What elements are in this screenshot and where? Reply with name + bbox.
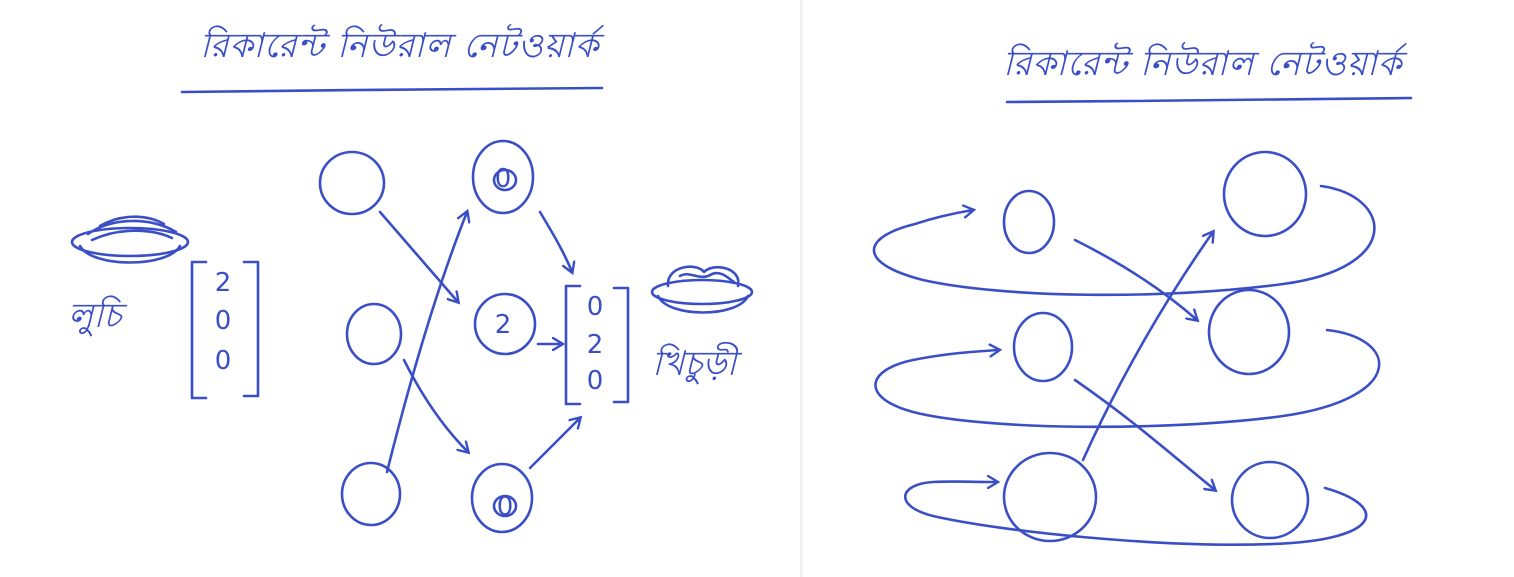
right-title: রিকারেন্ট নিউরাল নেটওয়ার্ক [1003, 44, 1403, 84]
arrow-left-top-to-right-middle [1073, 238, 1197, 320]
rnn-node-right-top [1222, 150, 1308, 238]
input-node-middle [345, 302, 403, 366]
left-network-drawing [70, 86, 754, 534]
arrow-left-bottom-to-right-top [1081, 232, 1213, 462]
left-title-underline [180, 86, 604, 94]
input-vector-left-bracket [190, 260, 208, 400]
arrow-input-bottom-to-hidden-top [385, 212, 467, 474]
output-vector-value-3: 0 [586, 366, 604, 396]
input-vector-right-bracket [242, 260, 260, 398]
input-vector-value-3: 0 [214, 346, 232, 376]
recurrent-loop-bottom [903, 482, 1368, 546]
right-diagram-panel: রিকারেন্ট নিউরাল নেটওয়ার্ক [803, 0, 1514, 577]
input-node-bottom [340, 461, 402, 527]
plate-of-khichuri-icon [650, 265, 754, 314]
input-node-top [318, 150, 386, 216]
arrow-left-middle-to-right-bottom [1073, 378, 1215, 490]
arrow-input-middle-to-hidden-bottom [402, 358, 468, 452]
arrow-hidden-top-to-output [538, 210, 572, 272]
right-network-drawing [872, 96, 1413, 546]
hidden-node-top [471, 139, 535, 215]
left-diagram-panel: রিকারেন্ট নিউরাল নেটওয়ার্ক লুচি খিচুড়ী… [68, 26, 754, 534]
panel-divider [800, 0, 803, 577]
output-vector-value-1: 0 [586, 292, 604, 322]
rnn-node-left-top [1002, 189, 1056, 255]
left-title: রিকারেন্ট নিউরাল নেটওয়ার্ক [200, 26, 600, 66]
output-label: খিচুড়ী [652, 344, 737, 384]
rnn-node-left-bottom [1002, 451, 1098, 543]
input-vector-value-1: 2 [214, 268, 232, 298]
recurrent-loop-top [872, 184, 1376, 297]
output-vector-right-bracket [612, 286, 630, 404]
plate-of-luchi-icon [70, 215, 190, 264]
input-vector-value-2: 0 [214, 306, 232, 336]
arrow-input-top-to-hidden-middle [378, 210, 458, 302]
hidden-node-middle [473, 292, 537, 356]
output-vector-value-2: 2 [586, 330, 604, 360]
rnn-node-right-middle [1207, 288, 1291, 376]
output-vector-left-bracket [564, 284, 582, 406]
input-label: লুচি [68, 296, 122, 336]
recurrent-loop-middle [874, 328, 1381, 429]
hidden-node-bottom [470, 462, 534, 534]
right-title-underline [1005, 96, 1413, 104]
arrow-hidden-bottom-to-output [528, 418, 580, 470]
rnn-node-right-bottom [1230, 460, 1310, 540]
rnn-node-left-middle [1012, 311, 1074, 383]
node-digit-middle: 2 [494, 310, 512, 340]
